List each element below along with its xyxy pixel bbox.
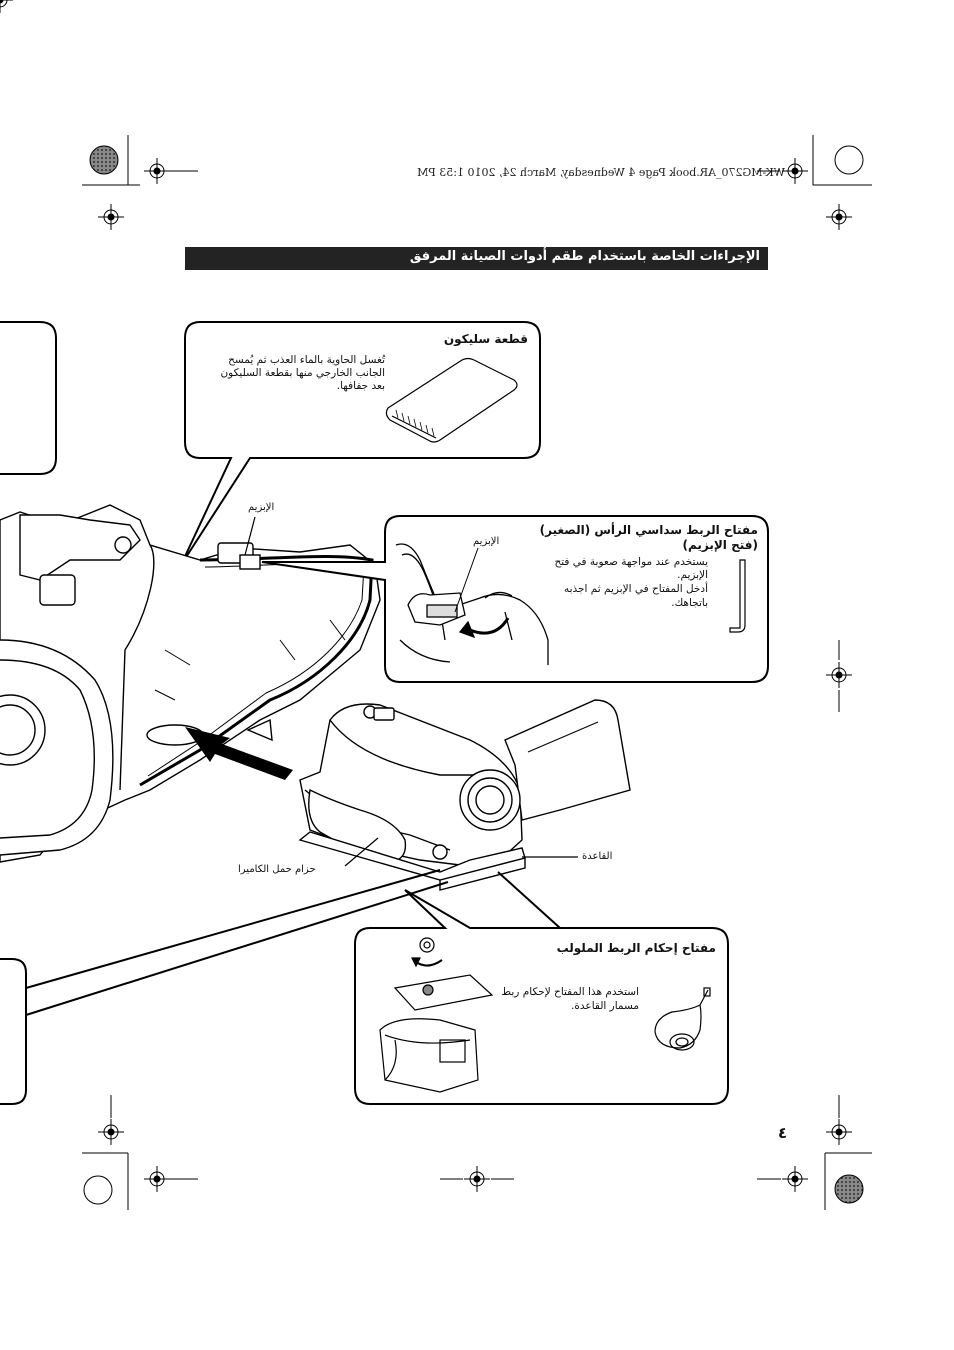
camera-strap-label: حزام حمل الكاميرا <box>238 864 316 875</box>
hex-wrench-text-line2: الإبزيم. <box>677 569 708 581</box>
silicon-title: قطعة سليكون <box>443 332 528 346</box>
buckle-label-main: الإبزيم <box>248 502 275 513</box>
screw-key-text-line2: مسمار القاعدة. <box>571 1000 639 1012</box>
silicon-text: تُغسل الحاوية بالماء العذب ثم يُمسح الجا… <box>220 354 385 392</box>
screw-key-title: مفتاح إحكام الربط الملولب <box>556 941 716 955</box>
section-title-bar: الإجراءات الخاصة باستخدام طقم أدوات الصي… <box>185 247 768 270</box>
screw-key-text-line1: استخدم هذا المفتاح لإحكام ربط <box>501 986 639 998</box>
page-number: ٤ <box>778 1124 788 1142</box>
base-label: القاعدة <box>582 851 613 862</box>
registration-marks <box>0 0 872 1210</box>
hex-wrench-title-line1: مفتاح الربط سداسي الرأس (الصغير) <box>539 523 758 537</box>
hex-wrench-title-line2: (فتح الإبزيم) <box>682 538 759 552</box>
hex-wrench-text-line1: يستخدم عند مواجهة صعوبة في فتح <box>554 556 708 568</box>
section-title: الإجراءات الخاصة باستخدام طقم أدوات الصي… <box>409 249 760 264</box>
hex-wrench-text-line3: أدخل المفتاح في الإبزيم ثم اجذبه <box>563 583 708 595</box>
hex-wrench-text-line4: باتجاهك. <box>671 597 708 609</box>
buckle-label-detail: الإبزيم <box>473 536 500 547</box>
